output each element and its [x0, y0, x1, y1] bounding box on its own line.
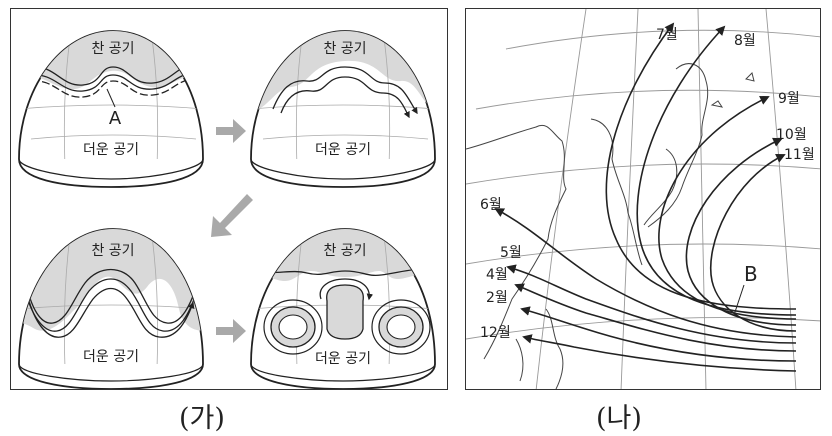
cold-air-label: 찬 공기	[323, 243, 366, 259]
hemisphere-stage-4: 찬 공기 더운 공기	[250, 228, 436, 389]
panel-ga: 찬 공기 더운 공기 A 찬 공기 더운 공기	[10, 8, 448, 390]
track-apr	[514, 283, 797, 352]
track-sep	[658, 96, 797, 320]
right-arrow-icon	[216, 119, 246, 143]
month-label: 10월	[776, 127, 807, 143]
month-label: 7월	[656, 27, 678, 43]
track-feb	[520, 306, 797, 362]
down-left-arrow-icon	[211, 194, 253, 237]
b-leader-line	[733, 284, 745, 316]
month-labels: 7월 8월 9월 10월 11월 6월 5월 4월 2월 12월	[480, 27, 815, 341]
hemisphere-stage-2: 찬 공기 더운 공기	[250, 30, 436, 188]
caption-na: (나)	[596, 403, 642, 434]
warm-air-label: 더운 공기	[83, 142, 139, 158]
typhoon-tracks	[494, 22, 797, 372]
track-aug	[636, 25, 797, 316]
month-label: 4월	[486, 267, 508, 283]
cold-air-label: 찬 공기	[323, 41, 366, 57]
map-graticule	[466, 9, 820, 389]
hemisphere-stage-3: 찬 공기 더운 공기	[18, 228, 204, 389]
right-arrow-icon	[216, 319, 246, 343]
month-label: 8월	[734, 33, 756, 49]
month-label: 5월	[500, 245, 522, 261]
track-jun	[494, 208, 797, 338]
cold-air-label: 찬 공기	[91, 243, 134, 259]
point-b-label: B	[744, 262, 758, 286]
month-label: 11월	[784, 147, 815, 163]
warm-air-label: 더운 공기	[83, 349, 139, 365]
month-label: 2월	[486, 290, 508, 306]
month-label: 9월	[778, 91, 800, 107]
jet-stream-diagram: 찬 공기 더운 공기 A 찬 공기 더운 공기	[18, 30, 436, 389]
typhoon-track-map: B 7월 8월 9월 10월 11월 6월 5월 4월 2월 12월	[466, 9, 820, 389]
month-label: 12월	[480, 325, 511, 341]
track-nov	[710, 154, 797, 332]
hemisphere-stage-1: 찬 공기 더운 공기 A	[18, 30, 204, 188]
month-label: 6월	[480, 197, 502, 213]
track-may	[506, 264, 797, 344]
point-a-label: A	[109, 108, 122, 129]
panel-na: B 7월 8월 9월 10월 11월 6월 5월 4월 2월 12월	[465, 8, 821, 390]
warm-air-label: 더운 공기	[315, 351, 371, 367]
coastline	[466, 63, 755, 389]
cold-air-label: 찬 공기	[91, 41, 134, 57]
track-jul	[605, 22, 797, 310]
caption-ga: (가)	[179, 403, 225, 434]
track-dec	[522, 334, 797, 372]
warm-air-label: 더운 공기	[315, 142, 371, 158]
